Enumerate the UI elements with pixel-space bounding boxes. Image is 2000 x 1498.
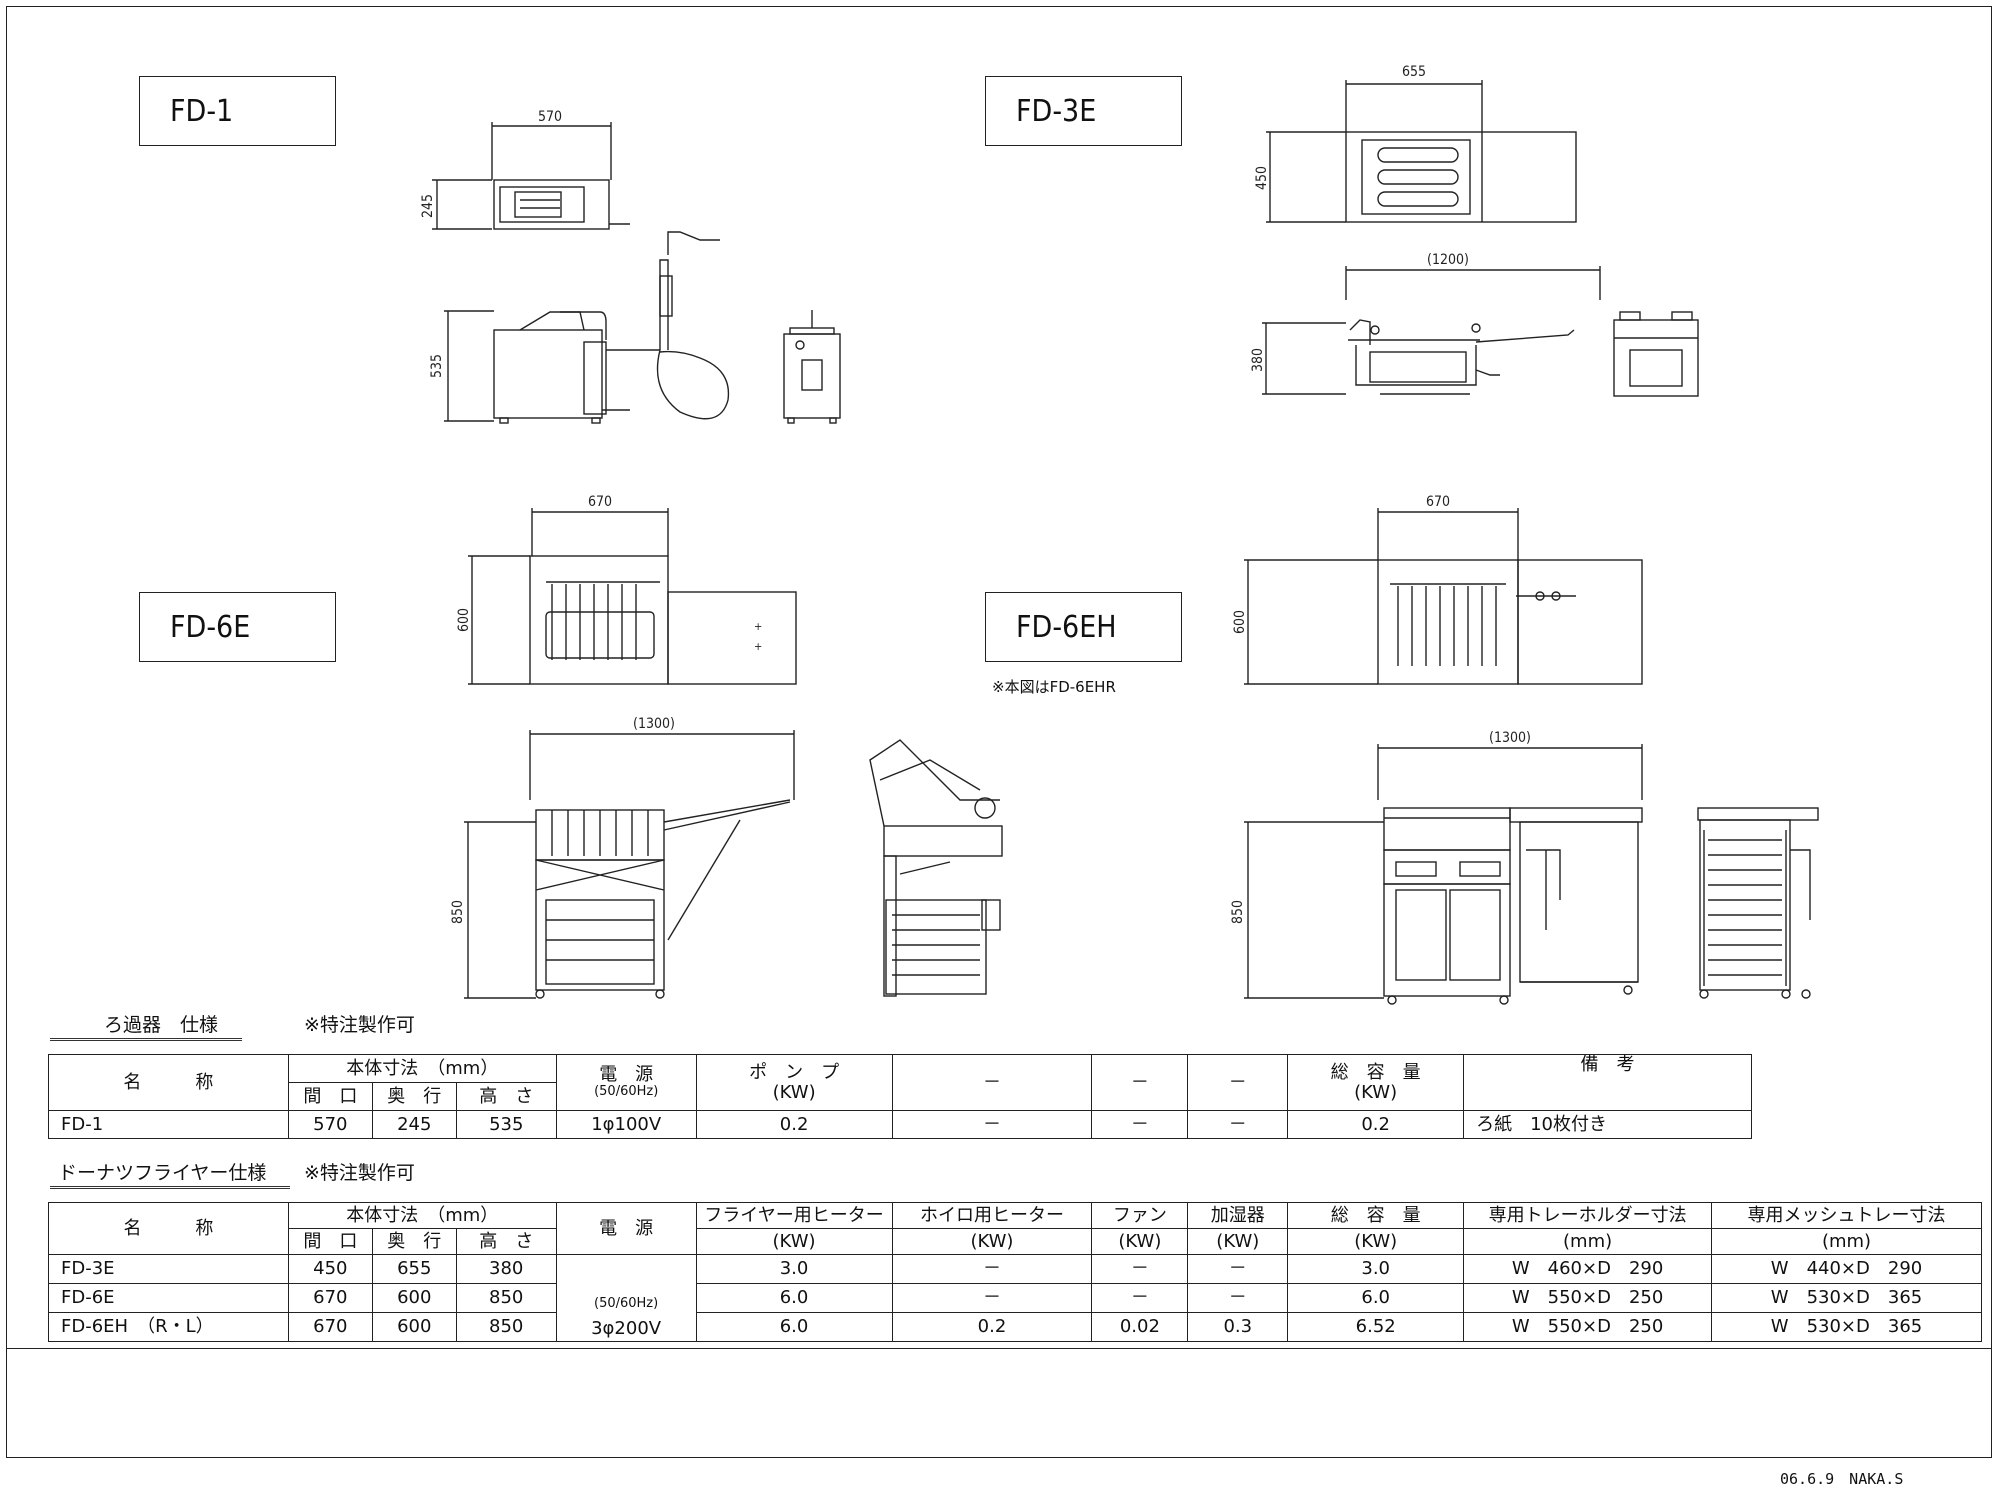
fd1-height-dim: 535: [429, 354, 445, 378]
fd1-width-dim: 570: [538, 109, 562, 125]
th-proof-heater: ホイロ用ヒーター: [891, 1202, 1093, 1229]
fd3e-top-view: 655 450: [1254, 64, 1577, 223]
fd3e-height-dim: 380: [1250, 348, 1266, 372]
fd6e-overall-dim: (1300): [633, 716, 675, 732]
label-fd6e: FD-6E: [139, 592, 336, 662]
table-row: FD-1 570 245 535 1φ100V 0.2 － － － 0.2 ろ紙…: [48, 1110, 1752, 1139]
th-name: 名 称: [48, 1054, 289, 1111]
donut-spec-table: 名 称 本体寸法 （mm） 電 源 フライヤー用ヒーター ホイロ用ヒーター ファ…: [48, 1202, 1982, 1342]
donut-spec-note: ※特注製作可: [304, 1162, 415, 1184]
fd1-side-view: 535: [429, 231, 730, 424]
fd6eh-width-dim: 670: [1426, 494, 1450, 510]
fd3e-side-view: (1200) 380: [1250, 252, 1601, 395]
fd6e-height-dim: 850: [450, 900, 466, 924]
th-mesh-tray: 専用メッシュトレー寸法: [1711, 1202, 1982, 1229]
fd6e-depth-dim: 600: [456, 608, 472, 632]
fd6eh-height-dim: 850: [1230, 900, 1246, 924]
fd6e-side-view: (1300) 850: [450, 716, 795, 999]
th-height: 高 さ: [455, 1082, 557, 1111]
th-fryer-heater: フライヤー用ヒーター: [695, 1202, 893, 1229]
table-row: FD-6EH （R・L） 670 600 850 6.0 0.2 0.02 0.…: [48, 1312, 1982, 1342]
fd6eh-note: ※本図はFD-6EHR: [992, 678, 1116, 696]
th-dash-3: －: [1187, 1054, 1289, 1111]
th-body-dims: 本体寸法 （mm）: [287, 1054, 557, 1083]
fd3e-depth-dim: 450: [1254, 166, 1270, 190]
filter-spec-title: ろ過器 仕様: [50, 1010, 243, 1041]
fd3e-overall-dim: (1200): [1427, 252, 1469, 268]
th-humidifier: 加湿器: [1187, 1202, 1289, 1229]
fd3e-front-view: [1613, 311, 1699, 397]
fd6e-front-view: [869, 739, 1003, 997]
fd6e-top-view: 670 + + 600: [456, 494, 797, 685]
drawing-frame: [6, 6, 1992, 1458]
donut-spec-title: ドーナツフライヤー仕様: [50, 1158, 291, 1189]
fd6eh-overall-dim: (1300): [1489, 730, 1531, 746]
th-name: 名 称: [48, 1202, 289, 1255]
fd6eh-front-view: [1697, 807, 1819, 999]
th-dash-2: －: [1091, 1054, 1189, 1111]
fd1-front-view: [783, 310, 841, 424]
frame-divider: [6, 1348, 1992, 1349]
fd6eh-top-view: 670 600: [1232, 494, 1643, 685]
th-power: 電 源: [555, 1202, 697, 1255]
fd6eh-depth-dim: 600: [1232, 610, 1248, 634]
filter-spec-note: ※特注製作可: [304, 1014, 415, 1036]
table-row: FD-6E 670 600 850 6.0 － － － 6.0 W 550×D …: [48, 1283, 1982, 1313]
th-body-dims: 本体寸法 （mm）: [287, 1202, 557, 1229]
label-fd1: FD-1: [139, 76, 336, 146]
svg-text:+: +: [754, 620, 762, 633]
th-total: 総 容 量(KW): [1287, 1054, 1465, 1111]
label-fd3e: FD-3E: [985, 76, 1182, 146]
th-dash-1: －: [891, 1054, 1093, 1111]
fd3e-width-dim: 655: [1402, 64, 1426, 80]
date-stamp: 06.6.9 NAKA.S: [1780, 1470, 1904, 1488]
th-depth: 奥 行: [371, 1082, 457, 1111]
th-power: 電 源(50/60Hz): [555, 1054, 697, 1111]
power-cell: (50/60Hz) 3φ200V: [555, 1254, 697, 1342]
fd6eh-side-view: (1300) 850: [1230, 730, 1643, 1005]
fd1-top-view: 570 245: [420, 109, 630, 230]
th-height: 高 さ: [455, 1228, 557, 1255]
fd1-depth-dim: 245: [420, 194, 436, 218]
fd6e-width-dim: 670: [588, 494, 612, 510]
th-fan: ファン: [1091, 1202, 1189, 1229]
th-tray-holder: 専用トレーホルダー寸法: [1463, 1202, 1713, 1229]
filter-spec-table: 名 称 本体寸法 （mm） 電 源(50/60Hz) ポ ン プ(KW) － －…: [48, 1054, 1752, 1139]
th-width: 間 口: [287, 1228, 373, 1255]
th-remarks: 備 考: [1463, 1054, 1752, 1111]
technical-drawings: 570 245 535 655: [420, 64, 1819, 1005]
th-depth: 奥 行: [371, 1228, 457, 1255]
table-row: FD-3E 450 655 380 (50/60Hz) 3φ200V 3.0 －…: [48, 1254, 1982, 1342]
th-total: 総 容 量: [1287, 1202, 1465, 1229]
label-fd6eh: FD-6EH: [985, 592, 1182, 662]
svg-text:+: +: [754, 640, 762, 653]
th-pump: ポ ン プ(KW): [695, 1054, 893, 1111]
th-width: 間 口: [287, 1082, 373, 1111]
